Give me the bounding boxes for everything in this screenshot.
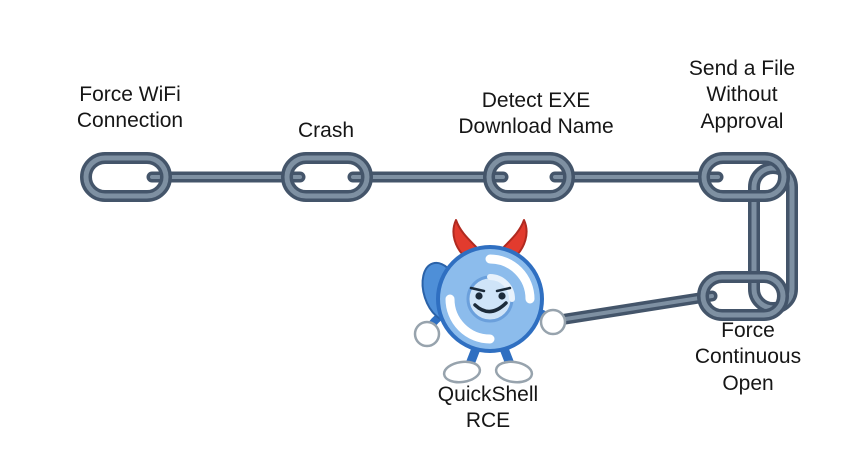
label-detect-exe-download-name: Detect EXE Download Name — [458, 89, 614, 139]
mascot-shoes — [442, 360, 534, 384]
label-crash: Crash — [297, 119, 355, 142]
label-force-wifi-connection: Force WiFi Connection — [76, 83, 184, 133]
quickshell-mascot-icon — [413, 219, 567, 384]
label-send-file-without-approval: Send a File Without Approval — [688, 57, 796, 133]
chain-connectors — [146, 171, 724, 327]
label-force-continuous-open: Force Continuous Open — [694, 319, 802, 395]
label-quickshell-rce: QuickShell RCE — [437, 383, 539, 433]
mascot-gloves — [413, 308, 567, 348]
mascot-face — [469, 286, 512, 314]
